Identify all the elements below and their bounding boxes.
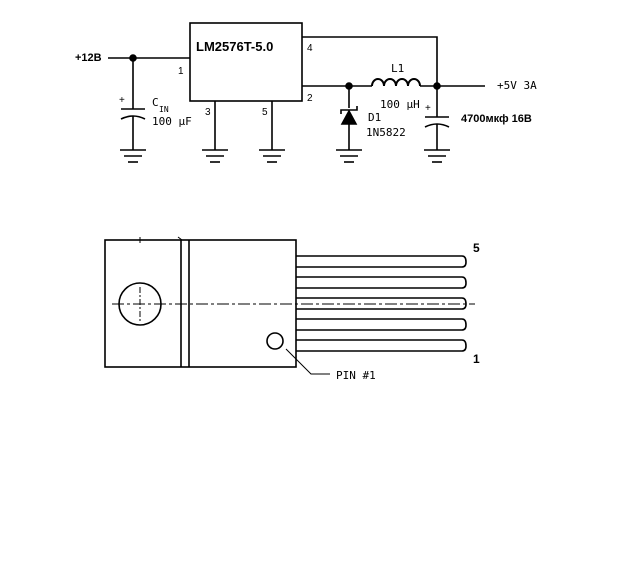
lead-2	[296, 318, 467, 331]
pin-4-label: 4	[307, 43, 313, 54]
package-drawing	[104, 236, 475, 375]
diode-label: D1	[368, 111, 381, 124]
package-leads	[296, 255, 467, 352]
lead-5	[296, 255, 467, 268]
lead-4	[296, 276, 467, 289]
output-label: +5V 3A	[497, 79, 537, 92]
ground-icon	[259, 149, 285, 163]
ground-icon	[424, 149, 450, 163]
pin-2-label: 2	[307, 93, 313, 104]
inductor-value: 100 μH	[380, 98, 420, 111]
cin-label: C	[152, 96, 159, 109]
ground-icon	[336, 149, 362, 163]
cin-label-subscript: IN	[159, 105, 169, 114]
input-label: +12B	[75, 52, 102, 64]
pin1-callout-leader	[285, 348, 330, 375]
schottky-diode-icon	[340, 106, 358, 125]
feedback-wire	[302, 36, 438, 86]
schematic	[108, 22, 485, 163]
pin1-callout-label: PIN #1	[336, 369, 376, 382]
ic-body	[189, 22, 303, 102]
package-labels: 5 1 PIN #1	[336, 241, 480, 382]
inductor-label: L1	[391, 62, 404, 75]
pin-1-label: 1	[178, 66, 184, 77]
pin1-marker	[266, 332, 284, 350]
pin-5-label: 5	[262, 107, 268, 118]
top-edge-mark	[177, 236, 183, 241]
diode-part: 1N5822	[366, 126, 406, 139]
cin-polarity-mark: +	[119, 95, 125, 106]
schematic-labels: +12B LM2576T-5.0 1 2 3 4 5 + C IN 100 μF…	[75, 39, 537, 139]
pin-top-label: 5	[473, 241, 480, 255]
cin-value: 100 μF	[152, 115, 192, 128]
lead-1	[296, 339, 467, 352]
lead-3	[296, 297, 467, 310]
pin-bottom-label: 1	[473, 352, 480, 366]
inductor-icon	[371, 78, 421, 87]
ground-icon	[120, 149, 146, 163]
cout-polarity-mark: +	[425, 103, 431, 114]
ic-label: LM2576T-5.0	[196, 39, 273, 54]
pin-3-label: 3	[205, 107, 211, 118]
cout-label: 4700мкф 16В	[461, 113, 532, 125]
ground-icon	[202, 149, 228, 163]
